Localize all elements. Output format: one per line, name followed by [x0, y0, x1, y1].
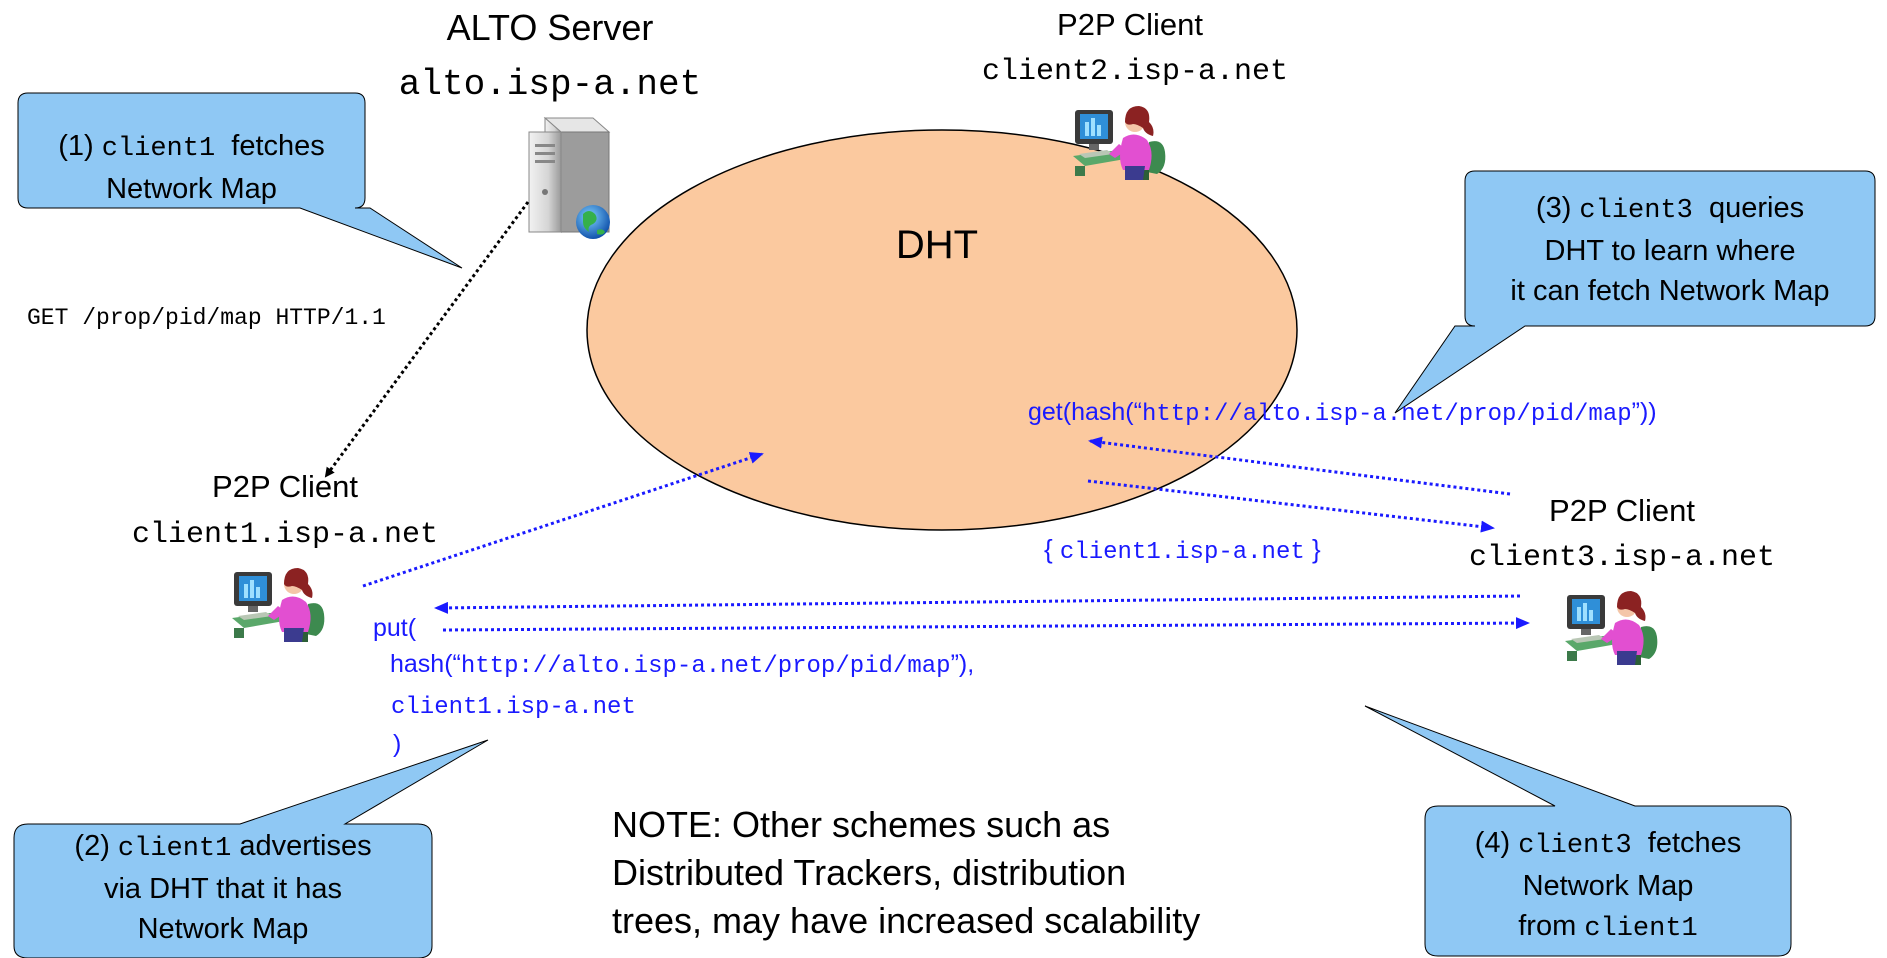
- dht-result-close: }: [1312, 534, 1321, 564]
- arrow-client1-put-to-dht: [362, 452, 764, 588]
- alto-server-title: ALTO Server: [446, 7, 654, 48]
- get-call-url: http://alto.isp-a.net/prop/pid/map: [1141, 401, 1632, 428]
- dht-result-open: {: [1044, 534, 1053, 564]
- get-call-text: get(hash(“http://alto.isp-a.net/prop/pid…: [1028, 398, 1657, 428]
- callout-4-from: from: [1518, 910, 1577, 942]
- alto-server-host: alto.isp-a.net: [398, 64, 702, 105]
- client1-host: client1.isp-a.net: [131, 518, 439, 552]
- callout-1-bubble: [17, 92, 463, 269]
- note-line3: trees, may have increased scalability: [612, 900, 1201, 941]
- http-request-text: GET /prop/pid/map HTTP/1.1: [27, 305, 386, 331]
- client2-host: client2.isp-a.net: [981, 55, 1289, 89]
- callout-4-step: (4): [1474, 827, 1511, 859]
- callout-3-action: queries: [1708, 192, 1805, 224]
- get-call-suffix: ”)): [1631, 398, 1657, 426]
- callout-1-host: client1: [101, 134, 216, 164]
- client3-title: P2P Client: [1549, 493, 1695, 528]
- server-icon: [528, 116, 611, 239]
- callout-2-host: client1: [117, 834, 232, 864]
- callout-1-step: (1): [58, 130, 94, 162]
- note-line2: Distributed Trackers, distribution: [612, 852, 1127, 893]
- dht-result-value: client1.isp-a.net: [1059, 539, 1305, 566]
- arrow-client1-to-client3: [442, 617, 1530, 632]
- arrow-client3-get-to-dht: [1088, 436, 1511, 496]
- callout-2-action: advertises: [239, 830, 372, 862]
- callout-4-bubble: [1364, 705, 1792, 957]
- client1-title: P2P Client: [212, 469, 358, 504]
- put-call-hash: hash(“http://alto.isp-a.net/prop/pid/map…: [390, 650, 974, 680]
- callout-3-step: (3): [1535, 192, 1572, 224]
- callout-4-host: client3: [1518, 831, 1632, 861]
- callout-4-source-host: client1: [1584, 914, 1698, 944]
- put-call-close: ): [393, 730, 402, 758]
- callout-4-line2: Network Map: [1522, 870, 1694, 902]
- callout-3-line2: DHT to learn where: [1544, 235, 1796, 267]
- arrow-dht-result-to-client3: [1087, 479, 1495, 533]
- dht-result-text: { client1.isp-a.net }: [1044, 534, 1321, 566]
- callout-4-text: (4) client3 fetches Network Map from cli…: [1425, 823, 1791, 949]
- put-call-open: put(: [373, 614, 417, 642]
- callout-4-action: fetches: [1647, 827, 1742, 859]
- put-call-url: http://alto.isp-a.net/prop/pid/map: [460, 653, 951, 680]
- arrow-client3-to-client1: [434, 594, 1521, 614]
- callout-1-action: fetches: [231, 130, 325, 162]
- put-call-value: client1.isp-a.net: [391, 694, 636, 721]
- client2-title: P2P Client: [1057, 7, 1203, 42]
- arrow-server-to-client1: [324, 201, 530, 478]
- dht-ring: [586, 129, 1298, 531]
- callout-2-bubble: [13, 739, 489, 958]
- callout-2-text: (2) client1 advertises via DHT that it h…: [14, 826, 432, 949]
- client1-user-icon: [232, 568, 325, 642]
- dht-label: DHT: [895, 223, 979, 267]
- callout-3-line3: it can fetch Network Map: [1510, 275, 1830, 307]
- callout-2-line3: Network Map: [137, 913, 309, 945]
- callout-2-line2: via DHT that it has: [103, 873, 342, 905]
- callout-2-step: (2): [74, 830, 110, 862]
- callout-3-bubble: [1394, 170, 1876, 414]
- callout-3-host: client3: [1579, 196, 1693, 226]
- client3-host: client3.isp-a.net: [1468, 541, 1776, 575]
- note-text: NOTE: Other schemes such as Distributed …: [612, 801, 1200, 945]
- get-call-prefix: get(hash(“: [1028, 398, 1142, 426]
- put-call-hash-suffix: ”),: [950, 650, 975, 678]
- callout-1-text: (1) client1 fetches Network Map: [18, 126, 365, 209]
- put-call-hash-prefix: hash(“: [390, 650, 461, 678]
- client3-user-icon: [1565, 591, 1658, 665]
- callout-3-text: (3) client3 queries DHT to learn where i…: [1465, 188, 1875, 311]
- note-line1: NOTE: Other schemes such as: [612, 804, 1111, 845]
- callout-1-line2: Network Map: [106, 173, 277, 205]
